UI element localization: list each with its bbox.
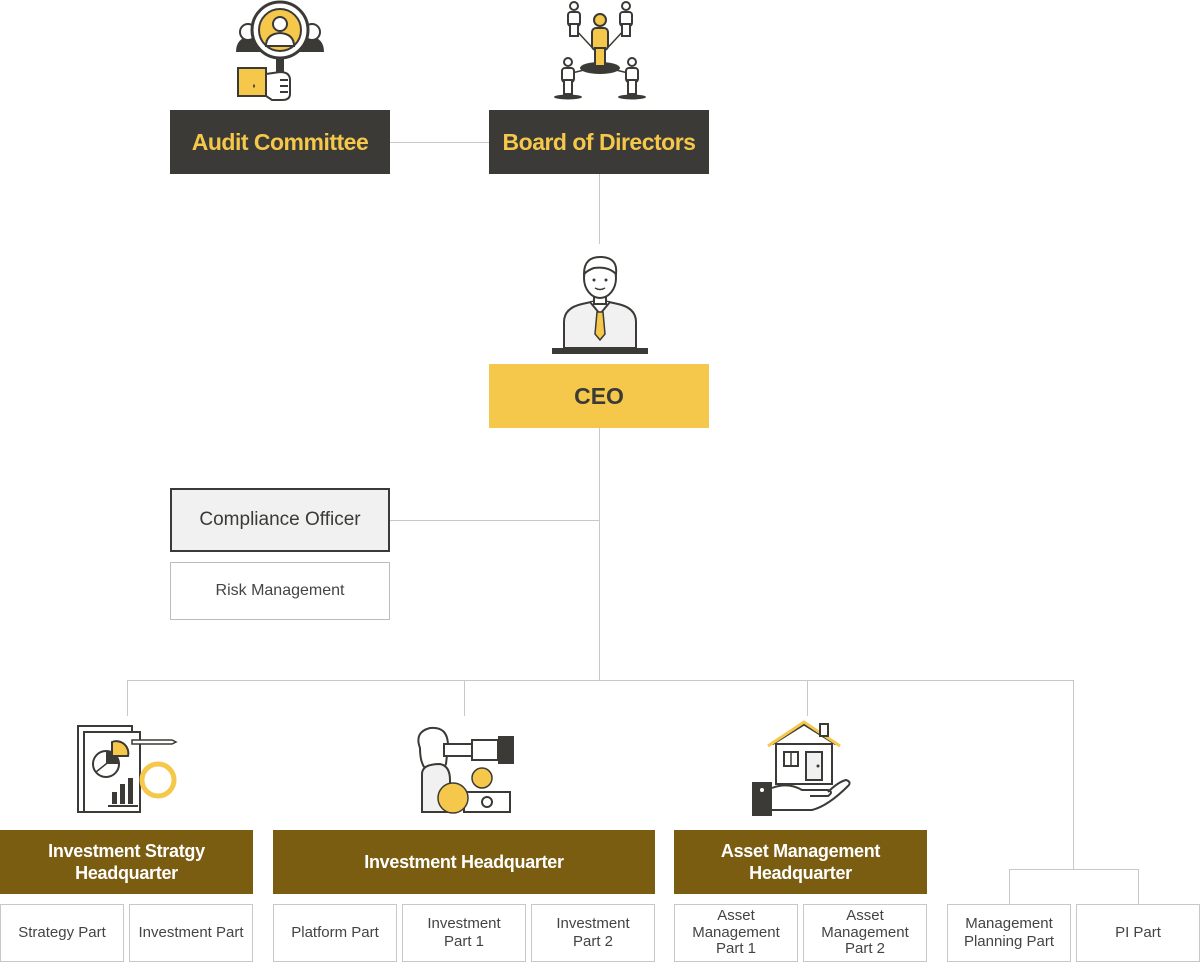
part-label: Platform Part: [291, 924, 379, 941]
connector-hq-4: [1073, 680, 1074, 870]
investment-part-box: Investment Part: [129, 904, 253, 962]
telescope-person-icon: [417, 726, 514, 814]
pi-part-box: PI Part: [1076, 904, 1200, 962]
part-label: Investment Part 2: [556, 915, 630, 950]
part-label: Strategy Part: [18, 924, 106, 941]
asset-management-hq-label: Asset Management Headquarter: [720, 840, 881, 884]
investment-strategy-hq-label: Investment Stratgy Headquarter: [48, 840, 205, 884]
part-label: Investment Part: [138, 924, 244, 941]
network-people-icon: [554, 1, 646, 100]
compliance-officer-label: Compliance Officer: [199, 509, 361, 531]
businessman-icon: [552, 255, 648, 354]
risk-management-label: Risk Management: [215, 582, 345, 599]
ceo-box: CEO: [489, 364, 709, 428]
connector-hq-horizontal: [127, 680, 1074, 681]
board-of-directors-box: Board of Directors: [489, 110, 709, 174]
investment-part-2-box: Investment Part 2: [531, 904, 655, 962]
asset-management-hq-box: Asset Management Headquarter: [674, 830, 927, 894]
audit-committee-box: Audit Committee: [170, 110, 390, 174]
connector-board-ceo: [599, 174, 600, 244]
board-of-directors-label: Board of Directors: [502, 128, 696, 155]
asset-management-part-1-box: Asset Management Part 1: [674, 904, 798, 962]
chart-report-icon: [77, 725, 178, 813]
investment-hq-label: Investment Headquarter: [364, 851, 564, 872]
magnifier-person-icon: [236, 0, 324, 101]
connector-compliance: [389, 520, 599, 521]
investment-hq-box: Investment Headquarter: [273, 830, 655, 894]
connector-ceo-trunk: [599, 428, 600, 680]
strategy-part-box: Strategy Part: [0, 904, 124, 962]
asset-management-part-2-box: Asset Management Part 2: [803, 904, 927, 962]
part-label: Management Planning Part: [963, 915, 1055, 950]
part-label: Investment Part 1: [427, 915, 501, 950]
part-label: PI Part: [1115, 924, 1161, 941]
audit-committee-label: Audit Committee: [191, 128, 369, 155]
investment-part-1-box: Investment Part 1: [402, 904, 526, 962]
connector-hq-2: [464, 680, 465, 716]
platform-part-box: Platform Part: [273, 904, 397, 962]
connector-audit-board: [389, 142, 489, 143]
compliance-officer-box: Compliance Officer: [170, 488, 390, 552]
connector-standalone-h: [1009, 869, 1139, 870]
risk-management-box: Risk Management: [170, 562, 390, 620]
part-label: Asset Management Part 1: [692, 907, 780, 958]
management-planning-part-box: Management Planning Part: [947, 904, 1071, 962]
connector-hq-1: [127, 680, 128, 716]
connector-standalone-right: [1138, 869, 1139, 905]
investment-strategy-hq-box: Investment Stratgy Headquarter: [0, 830, 253, 894]
connector-hq-3: [807, 680, 808, 716]
house-hand-icon: [752, 720, 851, 816]
connector-standalone-left: [1009, 869, 1010, 905]
part-label: Asset Management Part 2: [821, 907, 909, 958]
ceo-label: CEO: [574, 382, 624, 409]
